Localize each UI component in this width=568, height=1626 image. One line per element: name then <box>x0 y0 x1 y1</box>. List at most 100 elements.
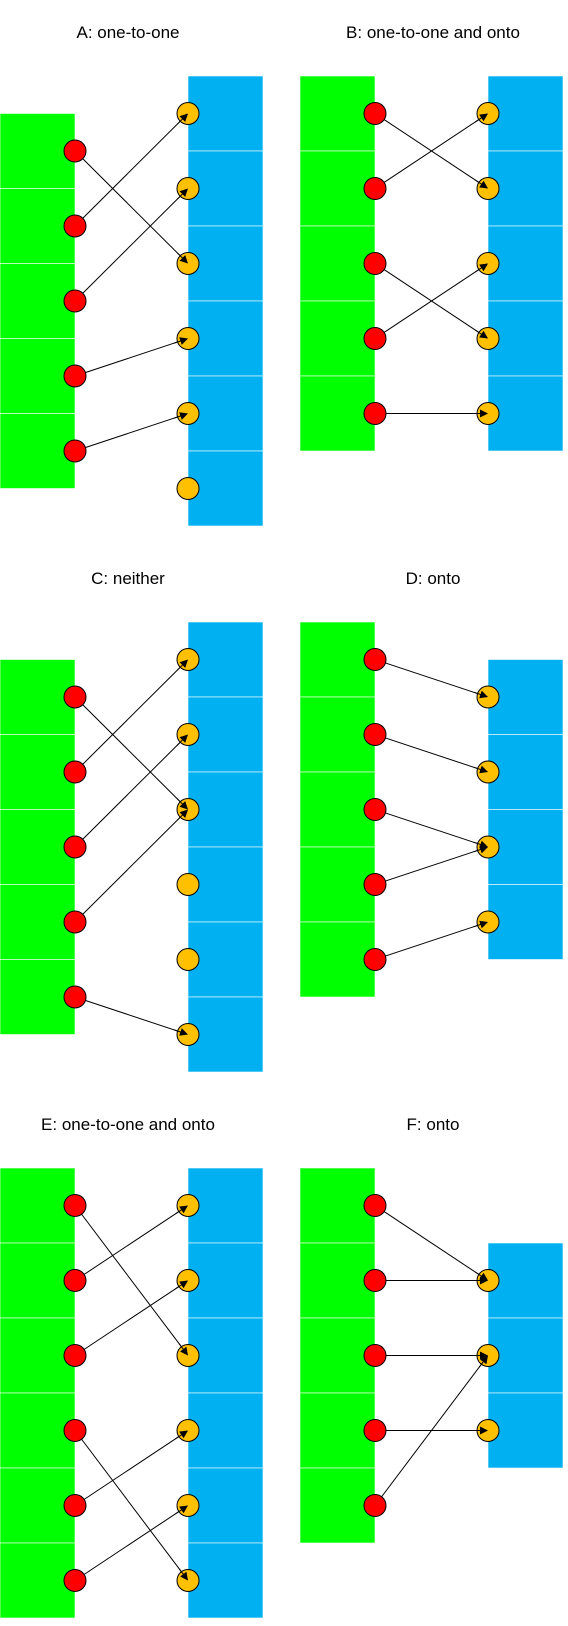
codomain-point <box>176 1344 200 1367</box>
codomain-point <box>176 948 200 971</box>
codomain-point <box>176 1023 200 1046</box>
domain-block <box>0 413 76 489</box>
codomain-point <box>476 327 500 350</box>
domain-point <box>363 648 387 671</box>
domain-point <box>63 985 87 1009</box>
domain-block <box>299 375 376 452</box>
codomain-point <box>176 1419 200 1442</box>
mapping-arrowhead <box>177 734 188 746</box>
mapping-arrow <box>74 337 187 377</box>
mapping-arrow <box>74 1506 187 1581</box>
mapping-arrowhead <box>173 337 189 345</box>
mapping-arrowhead <box>178 1343 189 1356</box>
domain-point <box>63 364 87 388</box>
panel-title: E: one-to-one and onto <box>41 1115 215 1134</box>
mapping-arrowhead <box>175 1280 189 1290</box>
mapping-arrow <box>74 1206 187 1281</box>
codomain-block <box>187 225 264 302</box>
mapping-arrow <box>374 113 487 188</box>
codomain-block <box>487 300 564 377</box>
mapping-arrowhead <box>475 179 488 189</box>
mapping-arrow <box>374 1357 487 1506</box>
domain-point <box>63 1419 87 1442</box>
mapping-arrow <box>74 1431 187 1506</box>
codomain-block <box>187 300 264 377</box>
domain-point <box>63 439 87 463</box>
codomain-point <box>476 760 500 784</box>
codomain-point <box>476 685 500 709</box>
domain-block <box>299 1317 376 1394</box>
domain-point <box>63 685 87 709</box>
mapping-arrowhead <box>475 113 488 123</box>
codomain-block <box>487 884 564 960</box>
codomain-block <box>187 996 264 1073</box>
mapping-arrow <box>374 114 487 189</box>
domain-point <box>63 1344 87 1367</box>
codomain-point <box>476 252 500 275</box>
mapping-arrow <box>74 735 187 848</box>
domain-block <box>299 1467 376 1544</box>
mapping-arrow <box>74 1430 187 1579</box>
domain-block <box>0 1392 76 1469</box>
mapping-arrowhead <box>177 252 188 264</box>
domain-point <box>363 723 387 746</box>
mapping-arrow <box>374 659 487 698</box>
domain-block <box>0 884 76 960</box>
mapping-arrowhead <box>177 659 188 671</box>
panel-d: D: onto <box>299 569 564 998</box>
panel-b: B: one-to-one and onto <box>299 23 564 452</box>
mapping-arrow <box>74 1281 187 1356</box>
panel-title: F: onto <box>407 1115 460 1134</box>
mapping-arrow <box>374 263 487 338</box>
codomain-block <box>487 1242 564 1319</box>
mapping-arrow <box>74 696 187 809</box>
domain-point <box>363 102 387 125</box>
domain-block <box>299 150 376 227</box>
panel-title: B: one-to-one and onto <box>346 23 520 42</box>
codomain-point <box>476 835 500 859</box>
codomain-block <box>487 659 564 735</box>
mapping-arrow <box>374 734 487 773</box>
domain-block <box>299 921 376 998</box>
domain-block <box>0 1167 76 1244</box>
domain-point <box>63 1194 87 1217</box>
mapping-arrowhead <box>175 1205 189 1215</box>
codomain-block <box>187 1542 264 1619</box>
mapping-arrowhead <box>175 1505 189 1515</box>
domain-point <box>363 1494 387 1517</box>
codomain-block <box>187 771 264 848</box>
codomain-block <box>187 75 264 152</box>
domain-block <box>299 846 376 923</box>
domain-block <box>0 1317 76 1394</box>
domain-block <box>0 1542 76 1619</box>
codomain-block <box>487 225 564 302</box>
mapping-arrow <box>374 921 487 960</box>
domain-point <box>363 402 387 425</box>
codomain-point <box>176 873 200 896</box>
domain-point <box>363 1419 387 1442</box>
mapping-arrowhead <box>177 188 188 200</box>
codomain-block <box>487 809 564 885</box>
mapping-arrow <box>74 1205 187 1354</box>
domain-block <box>299 696 376 773</box>
mapping-arrow <box>74 412 187 452</box>
codomain-point <box>176 1494 200 1517</box>
domain-block <box>299 1167 376 1244</box>
panel-title: D: onto <box>406 569 461 588</box>
codomain-point <box>176 1269 200 1292</box>
mapping-arrow <box>74 150 187 263</box>
panel-title: A: one-to-one <box>76 23 179 42</box>
mapping-arrowhead <box>473 845 489 854</box>
mapping-arrow <box>74 114 187 227</box>
mapping-arrowhead <box>173 1028 189 1036</box>
codomain-block <box>187 921 264 998</box>
codomain-block <box>487 1317 564 1394</box>
codomain-block <box>187 375 264 452</box>
domain-point <box>363 798 387 821</box>
mapping-arrowhead <box>177 809 188 821</box>
mapping-arrowhead <box>177 798 188 810</box>
mapping-arrow <box>374 1205 487 1280</box>
mapping-arrow <box>374 809 487 848</box>
codomain-point <box>176 402 200 425</box>
